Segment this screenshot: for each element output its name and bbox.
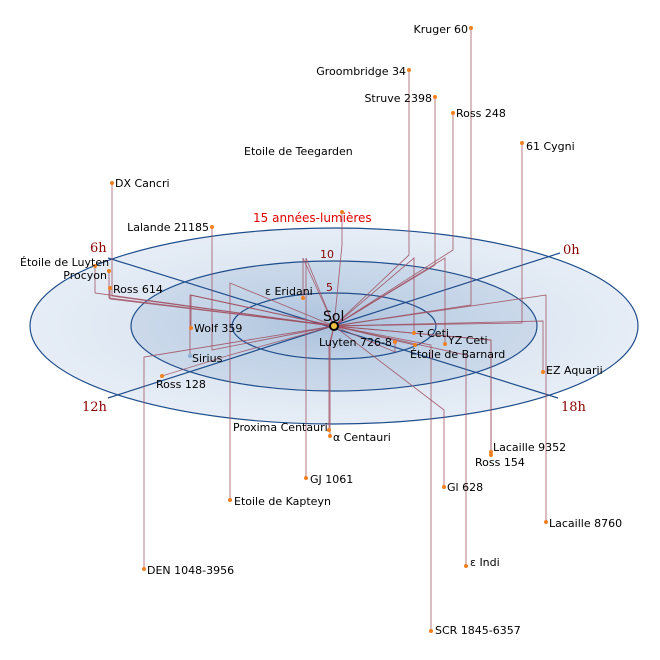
- hour-label-12h: 12h: [82, 400, 108, 415]
- star-label: Sirius: [192, 352, 223, 365]
- star-drop-line: [109, 288, 335, 327]
- star-dot: [489, 450, 493, 454]
- star-dot: [328, 434, 332, 438]
- star-label: Lacaille 9352: [493, 441, 566, 454]
- star-drop-line: [333, 325, 445, 487]
- star-label: SCR 1845-6357: [435, 624, 521, 637]
- star-dot: [340, 210, 344, 214]
- star-label: Ross 614: [113, 283, 163, 296]
- star-dot: [469, 26, 473, 30]
- sol-marker: [329, 321, 339, 331]
- star-label: EZ Aquarii: [546, 364, 603, 377]
- star-drop-line: [143, 325, 335, 569]
- hour-label-0h: 0h: [563, 243, 580, 258]
- star-dot: [442, 485, 446, 489]
- star-label: Étoile de Luyten: [20, 256, 109, 269]
- star-dot: [107, 269, 111, 273]
- star-dot: [489, 453, 493, 457]
- star-dot: [160, 374, 164, 378]
- star-label: DEN 1048-3956: [147, 564, 234, 577]
- star-drop-line: [333, 320, 544, 372]
- star-label: Proxima Centauri: [233, 421, 328, 434]
- sol-label: Sol: [323, 309, 344, 325]
- star-dot: [93, 264, 97, 268]
- star-dot: [412, 331, 416, 335]
- star-label: Kruger 60: [414, 23, 468, 36]
- star-label: Ross 128: [156, 378, 206, 391]
- star-label: α Centauri: [333, 431, 391, 444]
- star-drop-line: [333, 257, 415, 333]
- star-drop-line: [211, 227, 335, 351]
- star-dot: [544, 520, 548, 524]
- star-label: Procyon: [63, 269, 107, 282]
- star-dot: [433, 95, 437, 99]
- star-dot: [304, 476, 308, 480]
- star-label: Struve 2398: [364, 92, 432, 105]
- star-drop-line: [302, 257, 335, 327]
- star-label: Lalande 21185: [127, 221, 209, 234]
- star-label: Etoile de Teegarden: [244, 145, 353, 158]
- star-dot: [228, 498, 232, 502]
- star-label: Ross 154: [475, 456, 525, 469]
- star-label: Wolf 359: [194, 322, 242, 335]
- star-dot: [429, 629, 433, 633]
- star-drop-line: [333, 212, 343, 327]
- star-drop-line: [333, 143, 523, 327]
- star-dot: [393, 340, 397, 344]
- star-label: Étoile de Barnard: [410, 348, 505, 361]
- star-drop-line: [189, 294, 335, 356]
- ring-label-5: 5: [326, 281, 333, 294]
- star-label: YZ Ceti: [447, 334, 488, 347]
- star-drop-line: [94, 266, 335, 327]
- star-label: GJ 1061: [310, 473, 353, 486]
- star-dot: [541, 370, 545, 374]
- hour-label-18h: 18h: [561, 400, 587, 415]
- star-label: Groombridge 34: [316, 65, 406, 78]
- star-drop-line: [305, 257, 335, 478]
- ring-label-10: 10: [320, 248, 334, 261]
- star-dots: [93, 26, 548, 633]
- star-dot: [142, 567, 146, 571]
- star-dot: [188, 354, 192, 358]
- star-dot: [443, 342, 447, 346]
- star-drop-line: [333, 325, 467, 566]
- star-drop-lines: [94, 28, 547, 631]
- ring-label-15: 15 années-lumières: [253, 211, 372, 225]
- star-drop-line: [333, 325, 396, 353]
- star-label: ε Eridani: [265, 285, 313, 298]
- star-dot: [301, 296, 305, 300]
- star-dot: [520, 141, 524, 145]
- star-dot: [210, 225, 214, 229]
- star-label: Luyten 726-8: [319, 336, 392, 349]
- star-dot: [189, 326, 193, 330]
- star-label: DX Cancri: [115, 177, 170, 190]
- star-label: Etoile de Kapteyn: [234, 495, 331, 508]
- star-label: 61 Cygni: [526, 140, 575, 153]
- star-drop-line: [333, 70, 410, 327]
- star-label: ε Indi: [470, 556, 500, 569]
- star-label: Gl 628: [447, 481, 483, 494]
- star-dot: [407, 68, 411, 72]
- star-dot: [108, 286, 112, 290]
- star-dot: [464, 564, 468, 568]
- hour-label-6h: 6h: [90, 241, 107, 256]
- star-drop-line: [333, 325, 492, 455]
- star-drop-line: [333, 325, 432, 631]
- star-label: Ross 248: [456, 107, 506, 120]
- star-drop-line: [333, 294, 547, 522]
- star-dot: [451, 111, 455, 115]
- star-label: Lacaille 8760: [549, 517, 622, 530]
- star-dot: [110, 181, 114, 185]
- star-dot: [327, 428, 331, 432]
- star-label: τ Ceti: [417, 327, 449, 340]
- star-drop-line: [333, 113, 454, 327]
- star-drop-line: [329, 325, 335, 436]
- star-drop-line: [229, 282, 335, 500]
- star-drop-line: [333, 257, 446, 344]
- star-dot: [413, 343, 417, 347]
